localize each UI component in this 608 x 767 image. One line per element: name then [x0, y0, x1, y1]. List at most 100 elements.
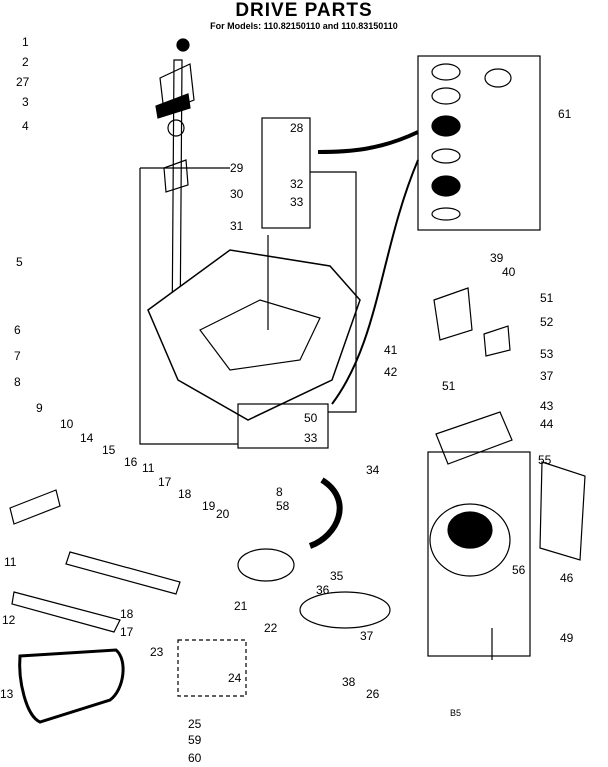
callout-18b: 18	[120, 607, 134, 621]
callout-55: 55	[538, 453, 552, 467]
callout-11: 11	[142, 461, 155, 475]
callout-50: 50	[304, 411, 318, 425]
group-box-28-33	[261, 117, 311, 229]
callout-52: 52	[540, 315, 554, 329]
callout-32: 32	[290, 177, 304, 191]
callout-31: 31	[230, 219, 244, 233]
callout-33: 33	[290, 195, 304, 209]
callout-7: 7	[14, 349, 21, 363]
callout-11b: 11	[4, 555, 17, 569]
motor-plate-44	[435, 411, 513, 465]
shaft-cap	[176, 38, 190, 52]
callout-4: 4	[22, 119, 29, 133]
callout-53: 53	[540, 347, 554, 361]
callout-51: 51	[540, 291, 554, 305]
callout-8: 8	[14, 375, 21, 389]
callout-43: 43	[540, 399, 554, 413]
drawing-code: B5	[450, 708, 461, 718]
agitator-star	[199, 299, 321, 371]
frame-outline	[139, 167, 357, 445]
callout-38: 38	[342, 675, 356, 689]
callout-3: 3	[22, 95, 29, 109]
arrow-to-50	[331, 159, 419, 405]
callout-60: 60	[188, 751, 202, 765]
callout-22: 22	[264, 621, 278, 635]
bracket-top	[159, 63, 195, 113]
motor-cover-55	[539, 461, 586, 561]
callout-23: 23	[150, 645, 164, 659]
switch-bracket-40	[433, 287, 473, 341]
group-box-46	[427, 451, 531, 657]
callout-39: 39	[490, 251, 504, 265]
callout-51b: 51	[442, 379, 456, 393]
callout-9: 9	[36, 401, 43, 415]
transmission-20	[237, 548, 295, 582]
bearing-cup	[484, 68, 512, 88]
callout-44: 44	[540, 417, 554, 431]
drive-platform	[147, 249, 361, 421]
motor-core	[447, 511, 493, 549]
callout-15: 15	[102, 443, 116, 457]
lever-12	[11, 591, 121, 633]
plate-27	[155, 93, 191, 119]
callout-46: 46	[560, 571, 574, 585]
bearing-ring	[431, 87, 461, 105]
callout-19: 19	[202, 499, 216, 513]
diagram-title: DRIVE PARTS	[235, 0, 373, 21]
callout-8b: 8	[276, 485, 283, 499]
callout-13: 13	[0, 687, 14, 701]
bearing-cap	[431, 63, 461, 81]
bearing-ring-2	[431, 148, 461, 164]
callout-37: 37	[360, 629, 374, 643]
callout-58: 58	[276, 499, 290, 513]
callout-16: 16	[124, 455, 138, 469]
callout-56: 56	[512, 563, 526, 577]
callout-37b: 37	[540, 369, 554, 383]
roller-bearing-2	[431, 175, 461, 197]
callout-33b: 33	[304, 431, 318, 445]
bushing-3	[167, 119, 185, 137]
callout-42: 42	[384, 365, 398, 379]
callout-35: 35	[330, 569, 344, 583]
callout-41: 41	[384, 343, 398, 357]
callout-5: 5	[16, 255, 23, 269]
coupling-4	[163, 159, 189, 193]
callout-12: 12	[2, 613, 16, 627]
callout-34: 34	[366, 463, 380, 477]
callout-30: 30	[230, 187, 244, 201]
callout-49: 49	[560, 631, 574, 645]
group-box-61	[417, 55, 541, 231]
clip-52	[483, 325, 511, 357]
belt-13	[18, 648, 125, 724]
bracket-9	[9, 489, 61, 525]
motor-body	[429, 503, 511, 577]
callout-59: 59	[188, 733, 202, 747]
callout-28: 28	[290, 121, 304, 135]
callout-25: 25	[188, 717, 202, 731]
group-box-23	[177, 639, 247, 697]
pulley-37	[299, 591, 391, 629]
lever-16	[65, 551, 181, 595]
callout-17b: 17	[120, 625, 134, 639]
callout-26: 26	[366, 687, 380, 701]
arrow-to-28	[317, 130, 419, 154]
callout-27: 27	[16, 75, 30, 89]
callout-36: 36	[316, 583, 330, 597]
callout-21: 21	[234, 599, 248, 613]
callout-10: 10	[60, 417, 74, 431]
hose-58	[308, 477, 343, 549]
group-box-50-33	[237, 403, 329, 449]
callout-40: 40	[502, 265, 516, 279]
diagram-subtitle: For Models: 110.82150110 and 110.8315011…	[210, 21, 398, 31]
callout-20: 20	[216, 507, 230, 521]
bearing-seal	[431, 207, 461, 221]
callout-18: 18	[178, 487, 192, 501]
callout-61: 61	[558, 107, 572, 121]
callout-14: 14	[80, 431, 94, 445]
roller-bearing	[431, 115, 461, 137]
callout-1: 1	[22, 35, 29, 49]
callout-6: 6	[14, 323, 21, 337]
callout-2: 2	[22, 55, 29, 69]
callout-24: 24	[228, 671, 242, 685]
